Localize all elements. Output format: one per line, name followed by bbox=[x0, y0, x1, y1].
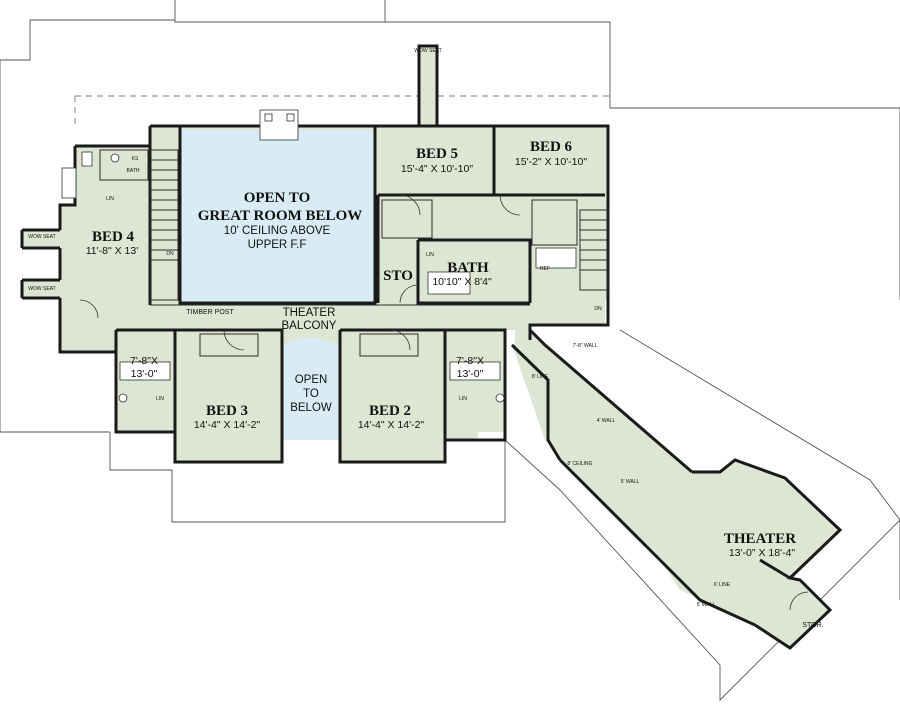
wall-5-label: 5' WALL bbox=[621, 479, 640, 485]
roof-outline bbox=[0, 0, 900, 702]
walls bbox=[20, 44, 843, 650]
bath-main-size: 10'10" X 8'4" bbox=[432, 276, 492, 288]
bath4-label: BATH bbox=[127, 168, 140, 174]
bath3-size-1: 7'-8"X bbox=[130, 355, 158, 367]
ks-label: KS bbox=[132, 156, 139, 162]
bed4-size: 11'-8" X 13' bbox=[86, 245, 139, 257]
open-great-title-2: GREAT ROOM BELOW bbox=[198, 208, 362, 224]
bath-main-name: BATH bbox=[447, 260, 489, 276]
theater-name: THEATER bbox=[724, 531, 796, 547]
lin-bed4: LIN bbox=[106, 196, 114, 202]
ceiling-8-label: 8' CEILING bbox=[567, 461, 592, 467]
wow-seat-bed4-top: WOW SEAT bbox=[28, 234, 55, 240]
line-6-label: 6' LINE bbox=[714, 582, 731, 588]
bed6-name: BED 6 bbox=[530, 139, 573, 155]
wall-4-label: 4' WALL bbox=[597, 418, 616, 424]
balcony-line1: THEATER bbox=[283, 307, 336, 319]
lin-bed2: LIN bbox=[459, 396, 467, 402]
stor-label: STOR. bbox=[802, 622, 823, 629]
bed2-size: 14'-4" X 14'-2" bbox=[358, 419, 425, 431]
bed5-name: BED 5 bbox=[416, 146, 458, 162]
dn-left: DN bbox=[166, 251, 174, 257]
bed4-name: BED 4 bbox=[92, 229, 135, 245]
labels: OPEN TO GREAT ROOM BELOW 10' CEILING ABO… bbox=[28, 48, 823, 629]
bed2-name: BED 2 bbox=[369, 403, 411, 419]
open-below-area bbox=[284, 337, 338, 440]
dn-right: DN bbox=[594, 306, 602, 312]
open-below-1: OPEN bbox=[295, 374, 328, 386]
open-great-title-1: OPEN TO bbox=[244, 190, 311, 206]
bath2-size-2: 13'-0" bbox=[457, 368, 484, 380]
wow-seat-bed4-bottom: WOW SEAT bbox=[28, 286, 55, 292]
bath2-size-1: 7'-8"X bbox=[456, 355, 484, 367]
balcony-line2: BALCONY bbox=[282, 320, 337, 332]
bed3-name: BED 3 bbox=[206, 403, 248, 419]
timber-post-label: TIMBER POST bbox=[186, 309, 234, 316]
bed5-size: 15'-4" X 10'-10" bbox=[401, 163, 473, 175]
open-below-2: TO bbox=[303, 388, 319, 400]
open-below-3: BELOW bbox=[290, 402, 332, 414]
open-great-room-area bbox=[180, 130, 375, 303]
sto-label: STO bbox=[383, 268, 413, 284]
floor-fills bbox=[22, 46, 840, 648]
bed3-size: 14'-4" X 14'-2" bbox=[194, 419, 261, 431]
bed6-size: 15'-2" X 10'-10" bbox=[515, 156, 587, 168]
lin-bed3: LIN bbox=[156, 396, 164, 402]
line-8-label: 8' LINE bbox=[532, 374, 549, 380]
open-great-ff: UPPER F.F bbox=[248, 239, 307, 251]
bath3-size-2: 13'-0" bbox=[131, 368, 158, 380]
open-great-ceiling: 10' CEILING ABOVE bbox=[224, 225, 331, 237]
wall-5b-label: 5' WALL bbox=[697, 602, 716, 608]
wow-seat-chimney: WOW SEAT bbox=[414, 48, 441, 54]
ref-label: REF bbox=[540, 266, 550, 272]
theater-size: 13'-0" X 18'-4" bbox=[729, 547, 796, 559]
fixtures bbox=[61, 109, 809, 611]
wall-7-8-label: 7'-8" WALL bbox=[573, 343, 598, 349]
lin-bath: LIN bbox=[426, 252, 434, 258]
